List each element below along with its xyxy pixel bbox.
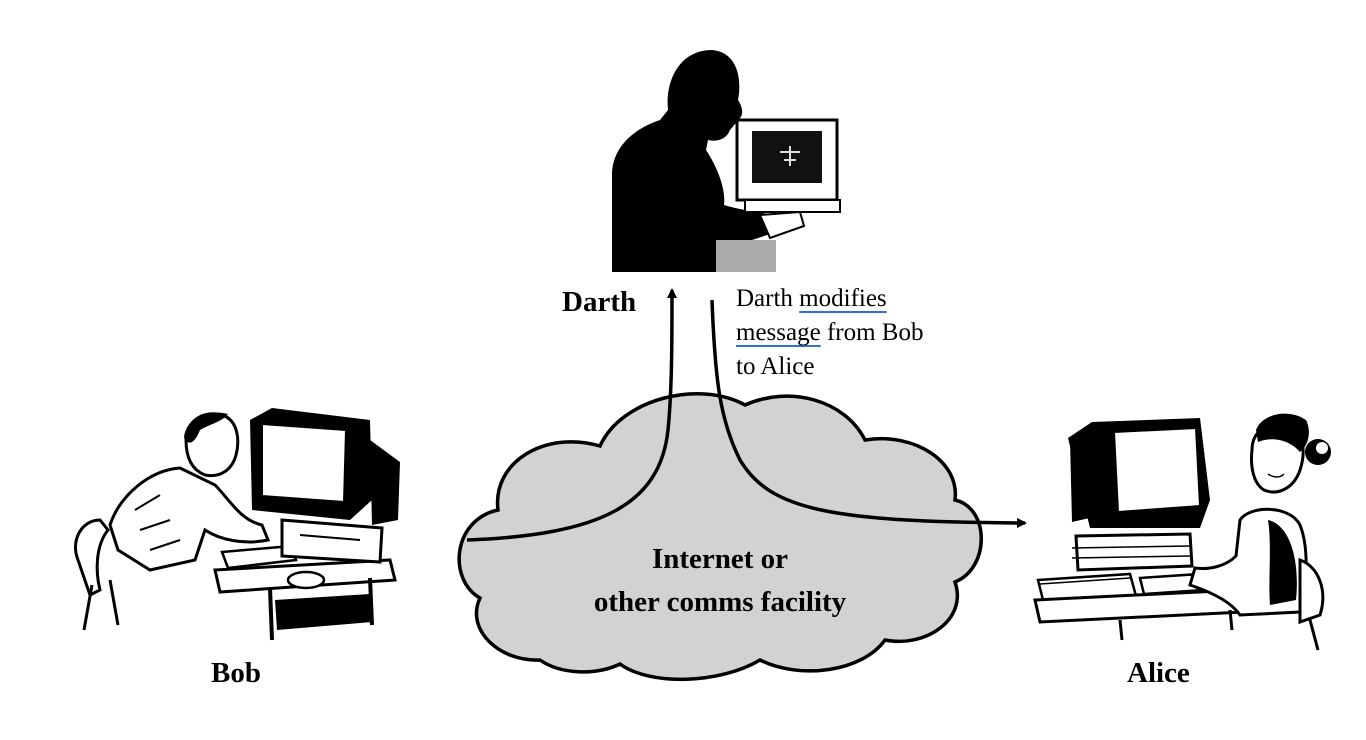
cloud-label-line1: Internet or <box>651 543 789 575</box>
darth-annotation: Darth modifies message from Bob to Alice <box>736 282 923 384</box>
alice-figure <box>1033 413 1331 651</box>
bob-figure <box>74 412 397 641</box>
annotation-line3: to Alice <box>736 353 815 380</box>
annotation-line1: Darth modifies <box>736 282 923 316</box>
darth-monitor-icon <box>735 118 841 240</box>
darth-figure <box>612 50 776 272</box>
alice-label: Alice <box>1127 657 1190 689</box>
annotation-word-message: message <box>736 319 821 346</box>
annotation-word-darth: Darth <box>736 285 793 312</box>
bob-to-darth-arrow <box>466 288 677 542</box>
bob-computer-icon <box>250 408 400 564</box>
darth-to-alice-arrow <box>710 299 1027 528</box>
bob-label: Bob <box>211 657 261 689</box>
alice-computer-icon <box>1036 418 1210 606</box>
darth-label: Darth <box>562 286 637 318</box>
annotation-from-bob: from Bob <box>826 319 924 346</box>
cloud-label: Internet or other comms facility <box>520 538 920 624</box>
network-cloud <box>457 392 983 682</box>
annotation-word-modifies: modifies <box>799 285 887 312</box>
cloud-label-line2: other comms facility <box>593 586 847 618</box>
annotation-line2: message from Bob <box>736 316 923 350</box>
